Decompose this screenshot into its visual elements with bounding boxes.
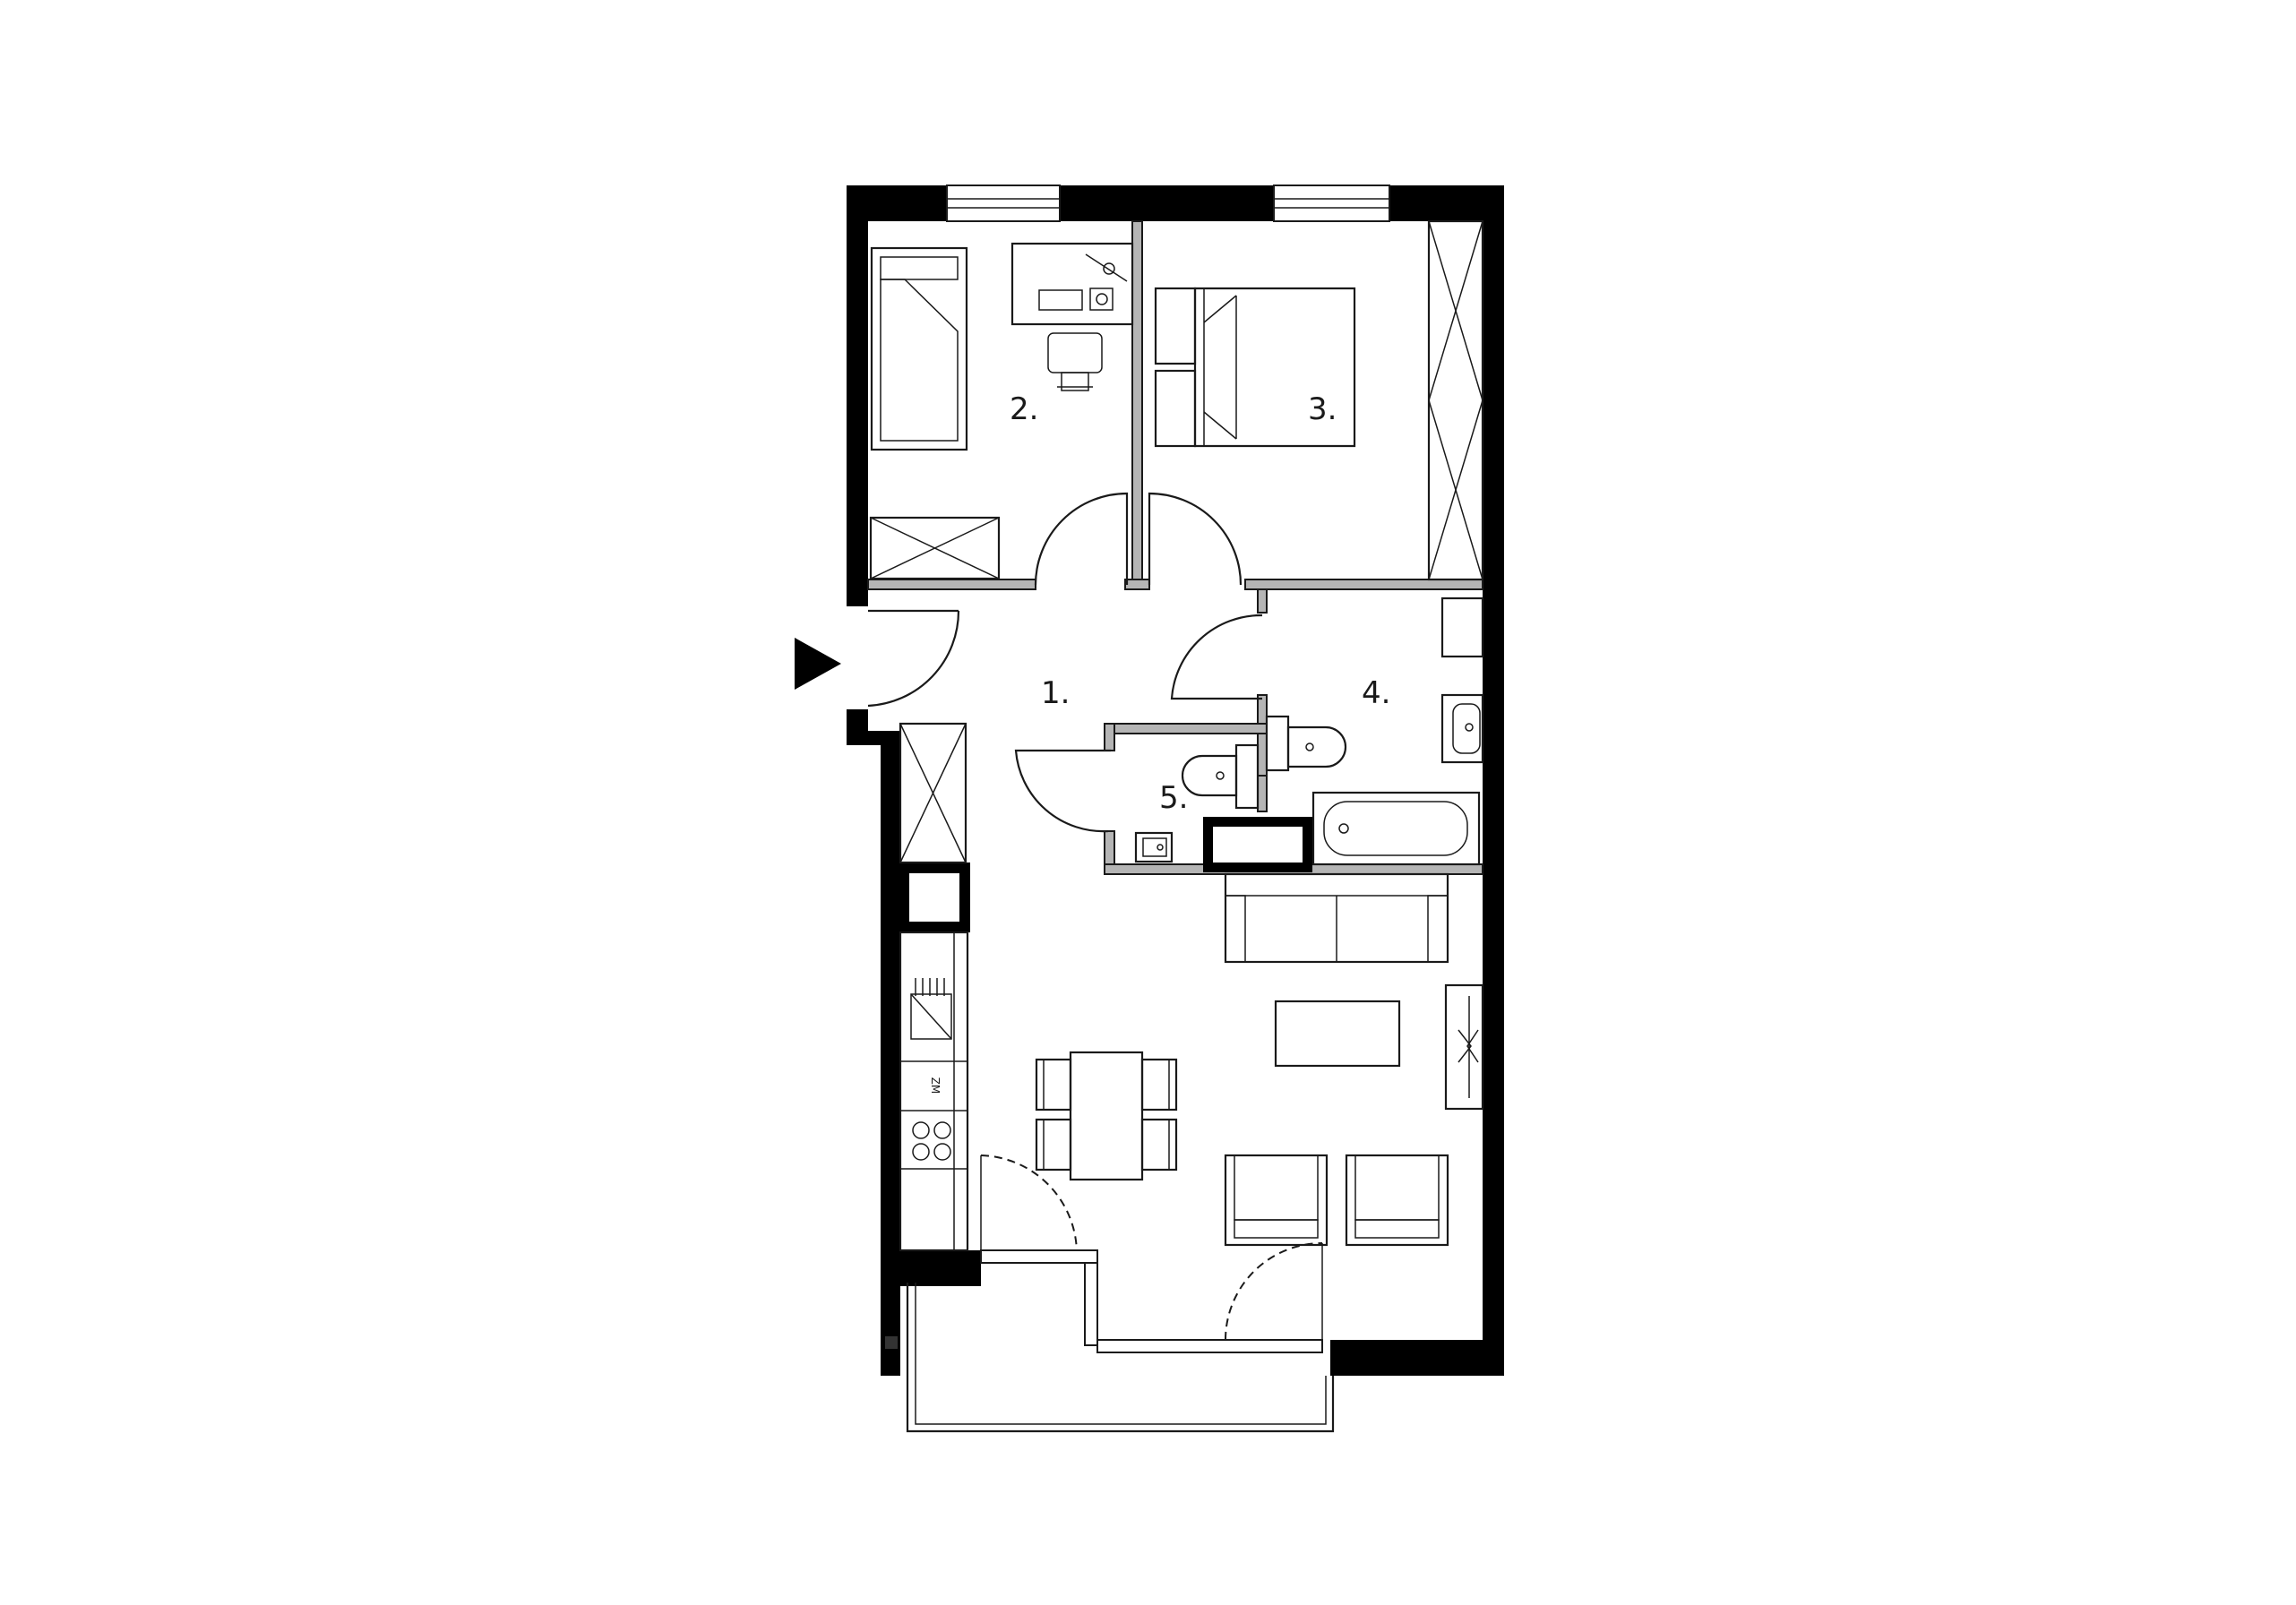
doors [867,492,1323,1341]
windows [946,185,1390,222]
room-5-fixtures [1134,743,1260,863]
partitions [867,220,1483,932]
room-label-1: 1. [1041,675,1070,711]
balcony [906,1249,1335,1433]
living-furniture [1035,872,1484,1247]
room-3-furniture [1154,219,1484,581]
fridge-marker: ZM [929,1077,942,1094]
triangle-right-icon [795,638,841,690]
room-label-5: 5. [1159,780,1188,816]
kitchen: ZM [899,722,969,1252]
room-label-4: 4. [1362,675,1390,711]
room-4-fixtures [1265,597,1484,866]
exterior-walls [847,185,1504,1376]
room-label-3: 3. [1308,391,1337,427]
room-label-2: 2. [1010,391,1038,427]
room-labels: 1. 2. 3. 4. 5. [1010,391,1390,816]
room-2-furniture [869,242,1134,580]
